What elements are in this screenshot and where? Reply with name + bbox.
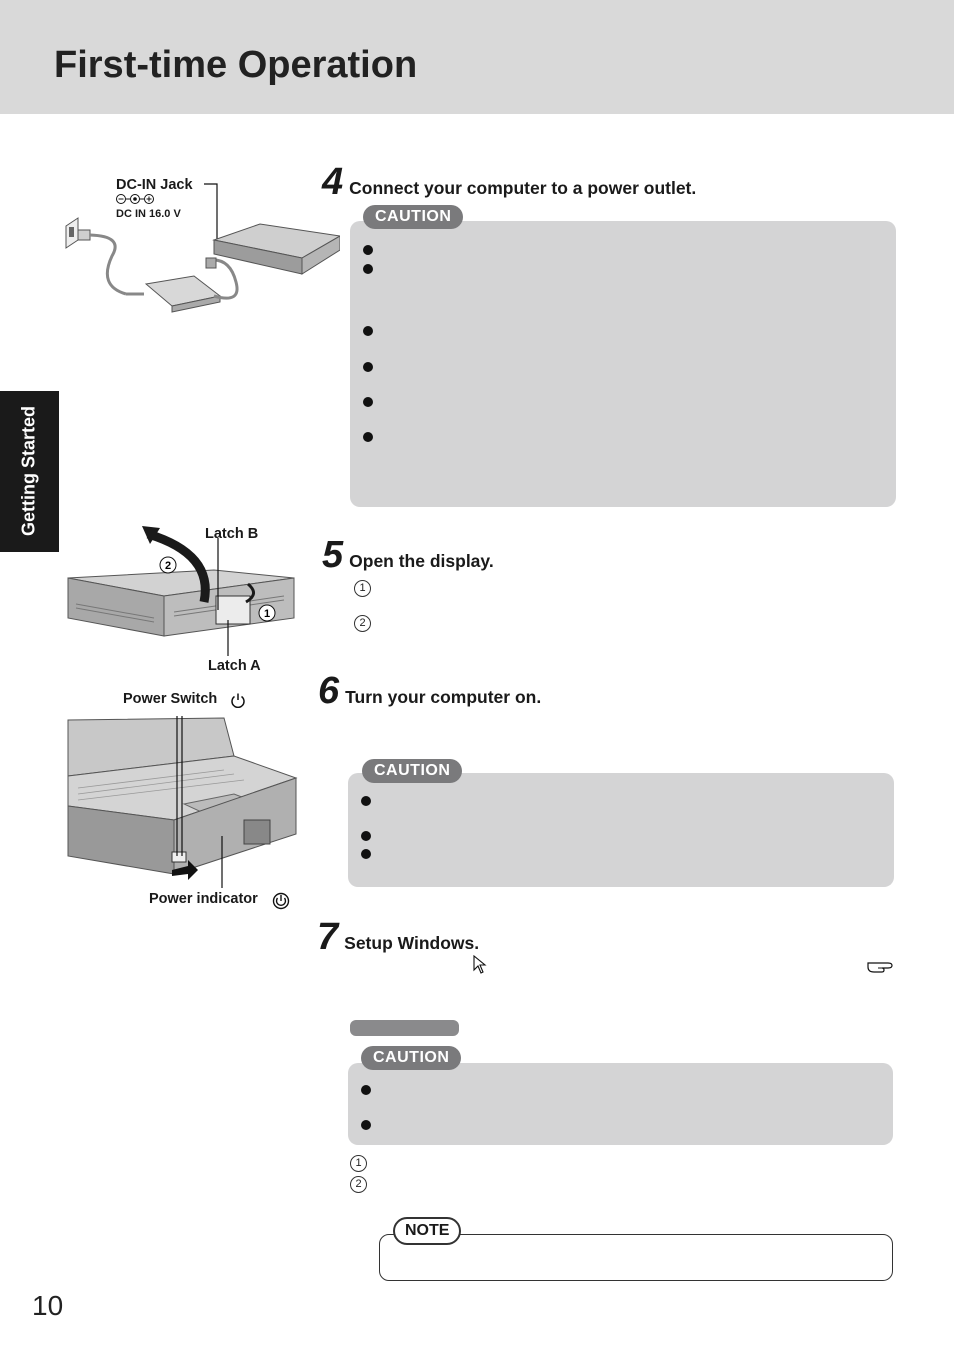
latch-a-label: Latch A [208,658,261,674]
step-number: 5 [322,534,344,576]
section-side-tab: Getting Started [0,391,59,552]
page-title: First-time Operation [54,44,418,86]
bullet [361,796,371,806]
open-display-illustration: 2 1 [67,526,295,656]
bullet [361,831,371,841]
power-indicator-icon [272,892,290,910]
circled-number: 1 [350,1155,367,1172]
redacted-bar [350,1020,459,1036]
bullet [363,264,373,274]
bullet [363,397,373,407]
caution-label: CAUTION [363,205,464,229]
power-connection-illustration [65,183,340,313]
caution-label: CAUTION [361,1046,462,1070]
step-number: 4 [322,161,344,203]
caution-box [348,1063,893,1145]
page-number: 10 [32,1290,64,1321]
step-7-heading: 7 Setup Windows. [317,918,479,956]
step-number: 6 [318,670,340,712]
page-header [0,0,954,114]
callout-2: 2 [165,560,171,572]
bullet [363,432,373,442]
step-5-heading: 5 Open the display. [322,536,494,574]
step-number: 7 [317,916,339,958]
note-label: NOTE [393,1217,462,1245]
power-switch-illustration [67,716,298,888]
step-4-heading: 4 Connect your computer to a power outle… [322,163,696,201]
note-box [379,1234,893,1281]
step-6-heading: 6 Turn your computer on. [318,672,541,710]
power-icon [231,693,245,708]
step-text: Connect your computer to a power outlet. [349,178,697,198]
circled-number: 2 [354,615,371,632]
cursor-arrow-icon [473,955,487,974]
callout-1: 1 [264,608,270,620]
bullet [363,326,373,336]
step-text: Open the display. [349,551,494,571]
power-switch-label: Power Switch [123,691,218,707]
step-text: Setup Windows. [344,933,480,953]
bullet [361,1085,371,1095]
bullet [361,849,371,859]
dc-polarity-icon [116,194,154,204]
caution-box [348,773,894,887]
bullet [363,362,373,372]
section-side-tab-label: Getting Started [18,405,39,537]
bullet [363,245,373,255]
caution-box [350,221,896,507]
dc-in-jack-label: DC-IN Jack [116,177,193,193]
bullet [361,1120,371,1130]
pointing-hand-icon [867,962,893,973]
circled-number: 1 [354,580,371,597]
dc-in-rating-label: DC IN 16.0 V [116,208,181,220]
step-text: Turn your computer on. [345,687,542,707]
power-indicator-label: Power indicator [149,891,258,907]
circled-number: 2 [350,1176,367,1193]
caution-label: CAUTION [362,759,463,783]
